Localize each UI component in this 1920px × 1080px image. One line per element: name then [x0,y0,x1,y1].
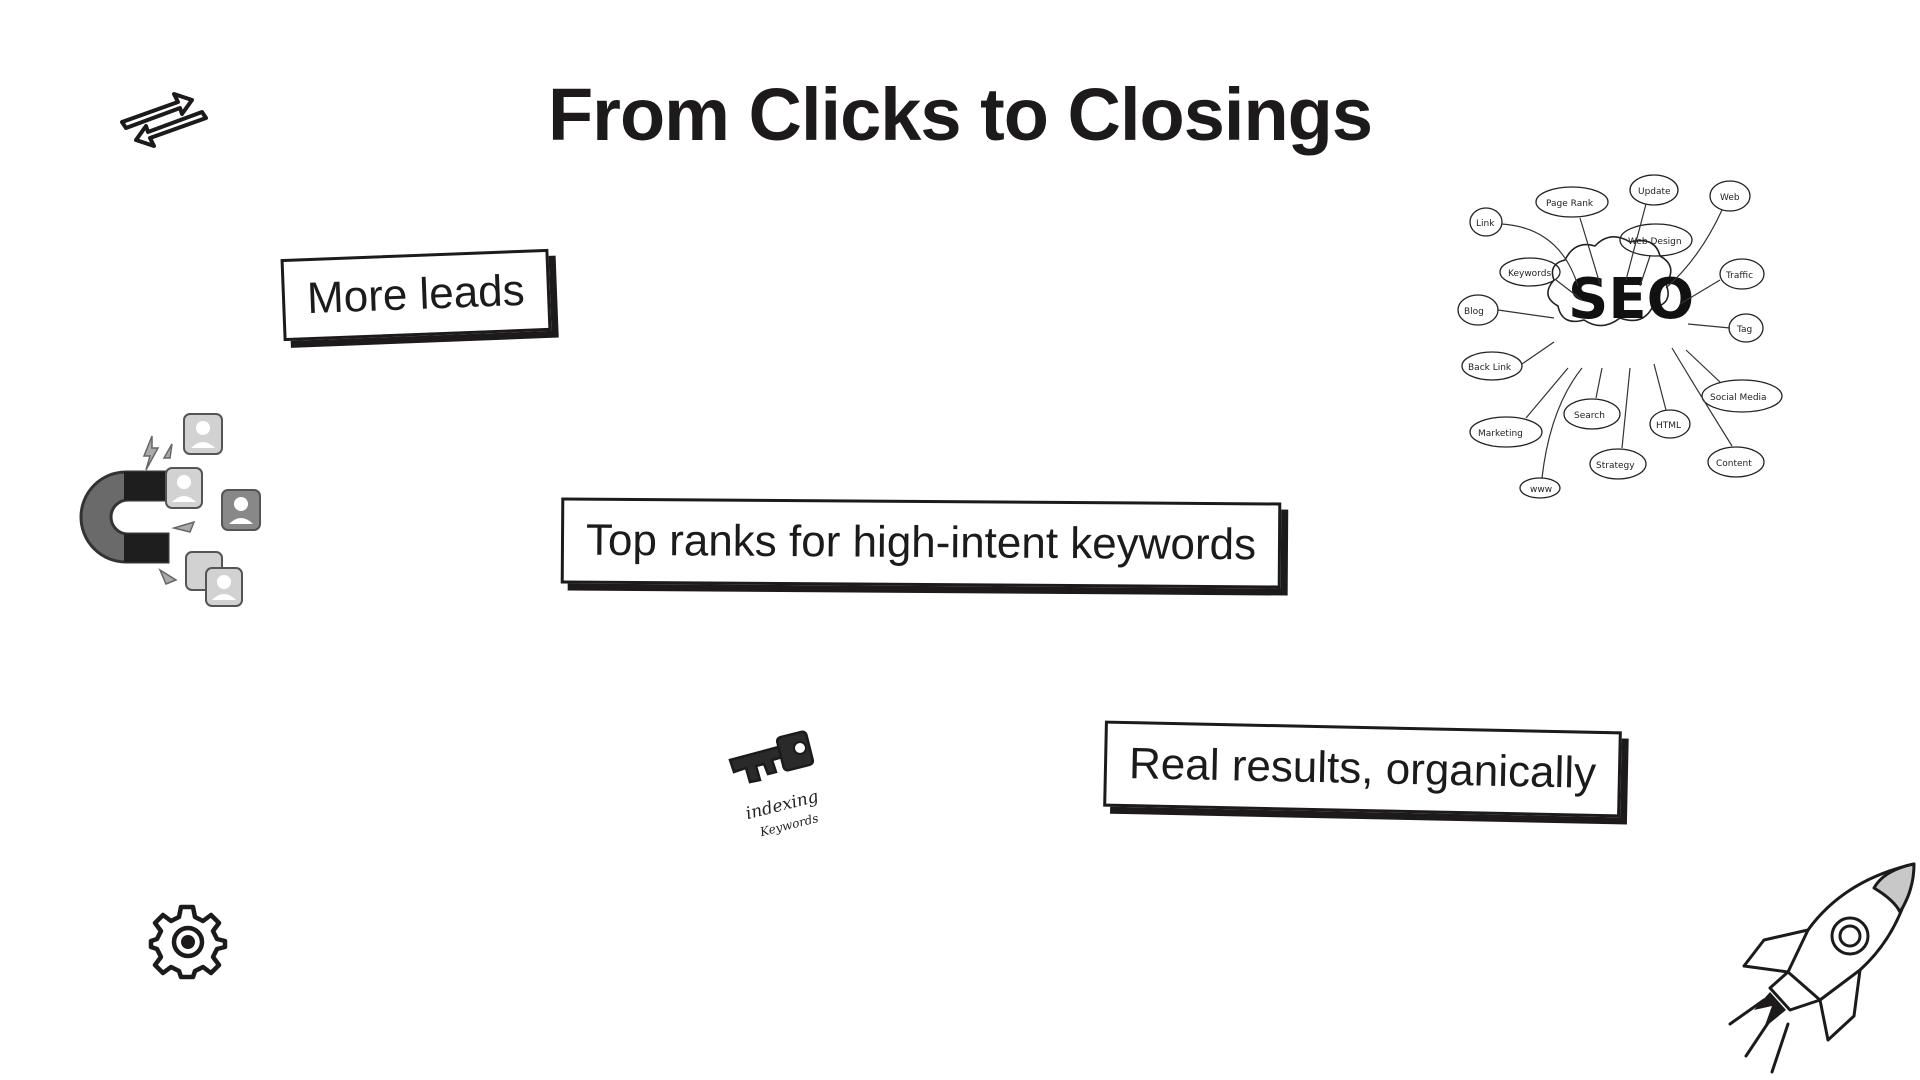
swap-arrows-icon [120,92,208,148]
seo-term: Web [1720,193,1740,203]
seo-term: Marketing [1478,429,1523,439]
seo-term: Web Design [1628,237,1682,247]
callout-more-leads: More leads [280,248,552,342]
seo-term: Page Rank [1546,199,1594,209]
seo-term: Traffic [1725,271,1753,281]
seo-term: Content [1716,459,1752,469]
seo-term: HTML [1656,421,1681,431]
rocket-icon [1728,862,1916,1074]
seo-terms: Link Page Rank Update Web Web Design Key… [1464,187,1767,495]
seo-term: www [1530,485,1552,495]
seo-term: Social Media [1710,393,1767,403]
seo-term: Link [1476,219,1495,229]
seo-term: Update [1638,187,1671,197]
seo-term: Blog [1464,307,1484,317]
page-title: From Clicks to Closings [547,73,1373,156]
lead-magnet-icon [79,413,261,607]
seo-center-label: SEO [1568,267,1694,332]
key-icon: indexing Keywords [728,730,821,839]
seo-term: Search [1574,411,1605,421]
seo-term: Strategy [1596,461,1635,471]
seo-term: Tag [1736,325,1752,335]
callout-real-results: Real results, organically [1103,720,1622,818]
seo-term: Back Link [1468,363,1512,373]
seo-term: Keywords [1508,269,1551,279]
seo-mindmap-icon: SEO Link [1457,174,1783,499]
callout-top-ranks: Top ranks for high-intent keywords [560,497,1282,589]
gear-icon [148,904,228,980]
